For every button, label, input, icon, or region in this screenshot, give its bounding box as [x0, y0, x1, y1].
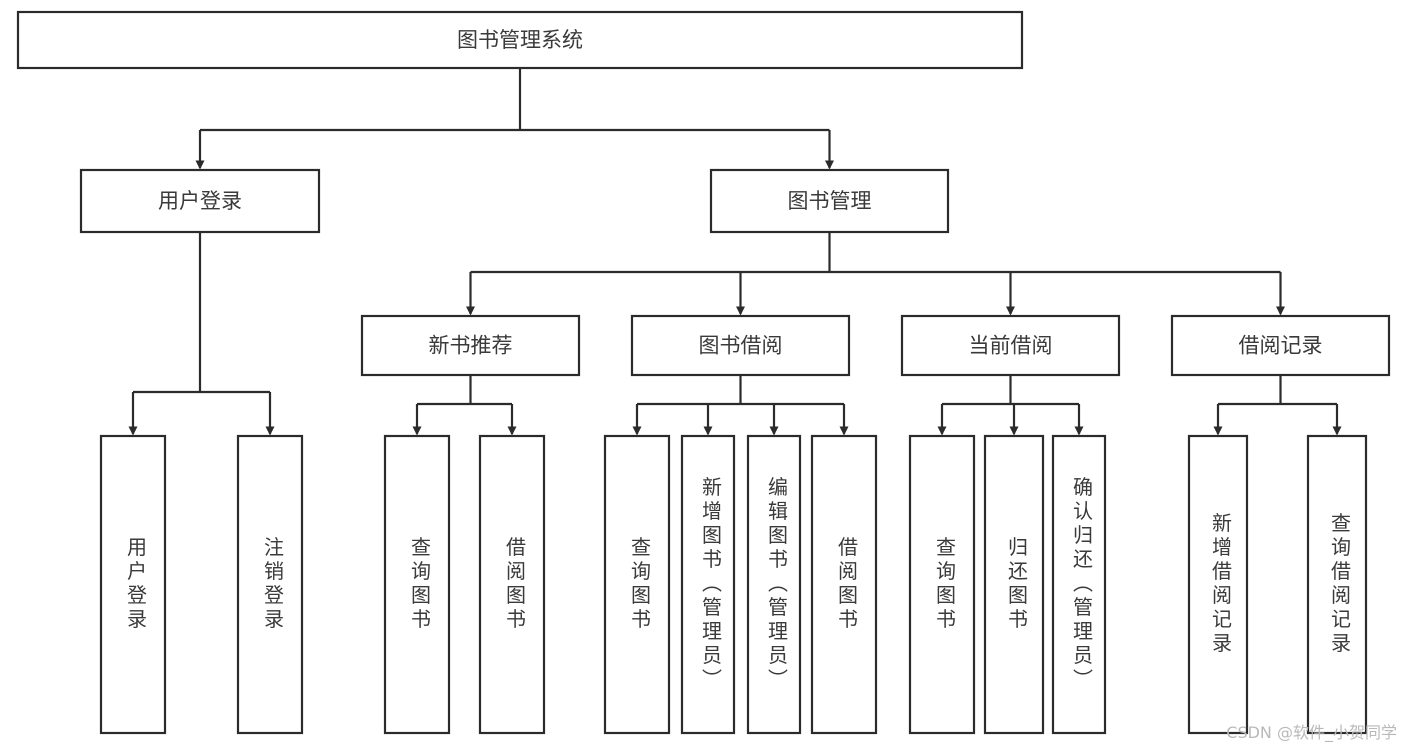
node-label: 编辑图书（管理员） — [765, 476, 789, 692]
node-leaf-query-book-1[interactable]: 查询图书 — [383, 434, 451, 735]
node-label: 归还图书 — [1005, 536, 1029, 632]
node-label: 借阅记录 — [1239, 334, 1323, 358]
node-label: 新增图书（管理员） — [699, 476, 723, 692]
node-leaf-add-record[interactable]: 新增借阅记录 — [1187, 434, 1249, 735]
node-label: 当前借阅 — [969, 334, 1053, 358]
node-label: 借阅图书 — [835, 536, 859, 632]
node-label: 查询借阅记录 — [1328, 512, 1352, 656]
node-leaf-add-book[interactable]: 新增图书（管理员） — [680, 434, 736, 735]
node-current-borrow[interactable]: 当前借阅 — [900, 314, 1121, 377]
node-leaf-query-book-2[interactable]: 查询图书 — [603, 434, 671, 735]
node-label: 新书推荐 — [429, 334, 513, 358]
connector-layer — [128, 68, 1342, 436]
node-layer: 图书管理系统用户登录图书管理新书推荐图书借阅当前借阅借阅记录用户登录注销登录查询… — [16, 10, 1391, 735]
node-borrow-record[interactable]: 借阅记录 — [1170, 314, 1391, 377]
node-leaf-edit-book[interactable]: 编辑图书（管理员） — [746, 434, 802, 735]
node-leaf-return-book[interactable]: 归还图书 — [983, 434, 1045, 735]
node-leaf-confirm-return[interactable]: 确认归还（管理员） — [1051, 434, 1107, 735]
node-label: 确认归还（管理员） — [1070, 476, 1094, 692]
node-new-book-rec[interactable]: 新书推荐 — [360, 314, 581, 377]
node-user-login[interactable]: 用户登录 — [79, 168, 321, 234]
watermark-text: CSDN @软件_小贺同学 — [1226, 723, 1397, 742]
node-label: 用户登录 — [124, 537, 148, 633]
node-leaf-logout[interactable]: 注销登录 — [236, 434, 304, 735]
node-label: 用户登录 — [158, 189, 242, 213]
node-label: 图书管理系统 — [457, 28, 583, 52]
node-leaf-borrow-book-1[interactable]: 借阅图书 — [478, 434, 546, 735]
node-label: 查询图书 — [933, 536, 957, 632]
node-label: 图书借阅 — [699, 334, 783, 358]
node-leaf-query-book-3[interactable]: 查询图书 — [908, 434, 976, 735]
node-label: 查询图书 — [628, 536, 652, 632]
node-leaf-borrow-book-2[interactable]: 借阅图书 — [810, 434, 878, 735]
node-book-borrow[interactable]: 图书借阅 — [630, 314, 851, 377]
node-leaf-user-login[interactable]: 用户登录 — [99, 434, 167, 735]
node-label: 图书管理 — [788, 189, 872, 213]
node-book-manage[interactable]: 图书管理 — [709, 168, 950, 234]
node-root[interactable]: 图书管理系统 — [16, 10, 1024, 70]
node-label: 新增借阅记录 — [1209, 512, 1233, 656]
node-label: 查询图书 — [408, 536, 432, 632]
node-label: 注销登录 — [261, 536, 285, 632]
node-leaf-query-record[interactable]: 查询借阅记录 — [1306, 434, 1368, 735]
node-label: 借阅图书 — [503, 536, 527, 632]
